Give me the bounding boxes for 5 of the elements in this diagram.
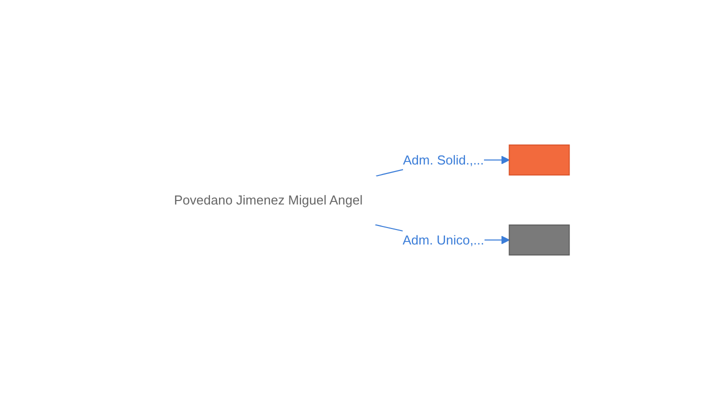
node-building	[508, 224, 570, 256]
node-text: Povedano Jimenez Miguel Angel	[174, 192, 362, 208]
edge-label: Adm. Unico,...	[402, 232, 484, 248]
node-building	[508, 144, 570, 176]
edge-label: Adm. Solid.,...	[402, 152, 484, 168]
